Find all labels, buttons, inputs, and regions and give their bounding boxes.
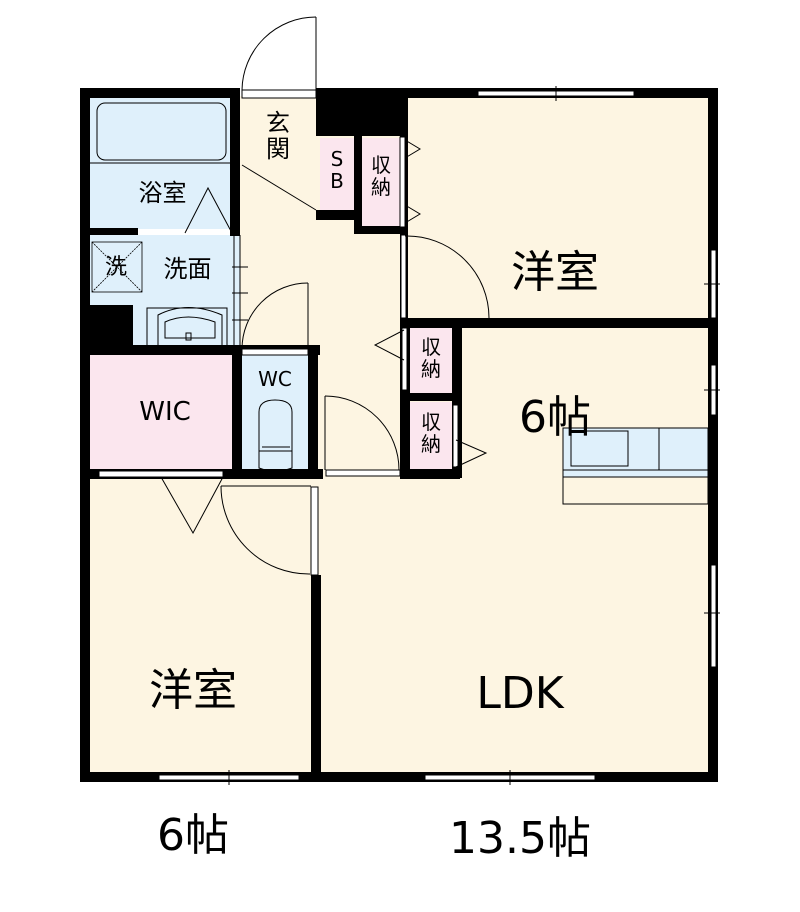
floorplan-drawing [80, 16, 720, 785]
label-washer: 洗 [104, 255, 127, 280]
ldk-door [324, 395, 401, 477]
room-western-sw [88, 476, 318, 774]
room-storage-entry [362, 138, 400, 228]
label-western-ne-size: 6帖 [519, 391, 591, 443]
entrance-door [241, 16, 317, 211]
label-washroom: 洗面 [163, 255, 212, 283]
bathtub [96, 102, 227, 161]
washer-pan [91, 241, 143, 293]
storage-hall-doors [373, 327, 488, 468]
label-ldk-name: LDK [476, 667, 564, 719]
label-western-sw-size: 6帖 [157, 809, 229, 861]
label-storage-hall-1: 収 納 [421, 335, 441, 381]
label-ldk: LDK 13.5帖 [420, 573, 620, 912]
wash-sliding-door [232, 235, 248, 345]
wc-door [241, 282, 309, 356]
windows [158, 86, 720, 785]
label-ldk-size: 13.5帖 [449, 812, 591, 864]
label-storage-entry: 収 納 [371, 153, 391, 199]
label-entrance: 玄 関 [266, 109, 290, 164]
storage-entry-door [399, 136, 421, 228]
room-storage-hall-2 [409, 402, 453, 470]
label-bath: 浴室 [138, 179, 187, 207]
label-western-sw-name: 洋室 [149, 664, 237, 716]
room-wic [88, 349, 238, 471]
label-wc: WC [258, 367, 292, 391]
room-storage-hall-1 [409, 326, 453, 394]
label-storage-hall-2: 収 納 [421, 410, 441, 456]
room-western-ne [405, 96, 710, 322]
western-sw-door [220, 485, 319, 576]
label-western-ne-name: 洋室 [511, 246, 599, 298]
bath-door [138, 186, 233, 235]
western-ne-door [400, 234, 490, 319]
label-western-ne: 洋室 6帖 [490, 152, 620, 491]
label-wic: WIC [139, 397, 191, 427]
wash-basin [146, 307, 228, 347]
toilet [258, 399, 293, 472]
label-shoe-box: S B [330, 147, 344, 193]
label-western-sw: 洋室 6帖 [128, 570, 258, 909]
room-shoe-box [320, 138, 354, 214]
room-wc [240, 353, 310, 473]
wic-door [98, 470, 224, 535]
kitchen-counter [562, 427, 709, 505]
